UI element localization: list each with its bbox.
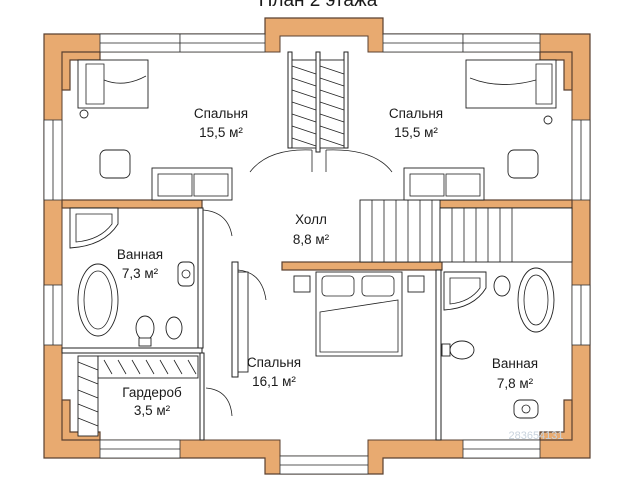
bath-right-fixtures [441,267,555,419]
bath-right-name: Ванная [492,356,538,371]
closets-top [291,59,345,149]
bedroom-main-furniture [237,271,425,373]
wardrobe-name: Гардероб [122,385,182,400]
bedroom-left-area: 15,5 м² [199,125,243,140]
bedroom-left-name: Спальня [194,106,248,121]
bath-right-area: 7,8 м² [497,376,534,391]
bath-left-fixtures [69,207,195,347]
bath-left-name: Ванная [117,247,163,262]
wardrobe-shelves [77,355,199,437]
bedroom-left-furniture [77,59,233,201]
hall-area: 8,8 м² [293,232,330,247]
bedroom-right-area: 15,5 м² [394,125,438,140]
bath-left-area: 7,3 м² [122,266,159,281]
staircase [359,199,573,263]
bedroom-right-furniture [403,59,557,201]
bedroom-right-name: Спальня [389,106,443,121]
wardrobe-area: 3,5 м² [134,403,171,418]
bedroom-main-area: 16,1 м² [252,374,296,389]
windows [43,33,591,475]
plan-title: План 2 этажа [259,0,378,11]
watermark: 283654131 [508,430,563,442]
hall-doors [202,149,393,417]
hall-name: Холл [295,212,327,227]
room-labels: Спальня 15,5 м² Спальня 15,5 м² Холл 8,8… [117,106,538,418]
bedroom-main-name: Спальня [247,355,301,370]
